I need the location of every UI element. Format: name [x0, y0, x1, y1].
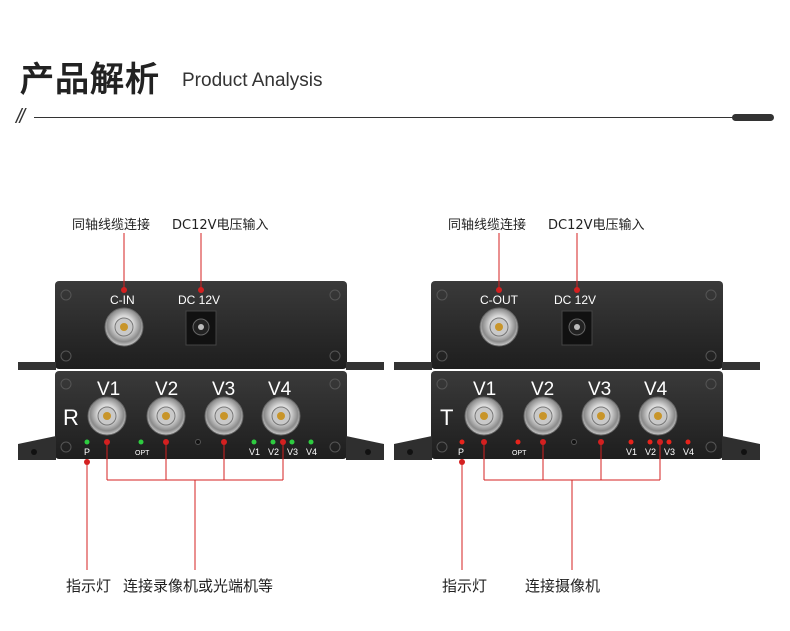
receiver-bottom-panel: [55, 371, 347, 459]
transmitter-bnc-v4: [638, 396, 678, 436]
transmitter-bottom-panel: [431, 371, 723, 459]
receiver-port-label-v4: V4: [268, 379, 292, 400]
receiver-led-label-v2: V2: [268, 447, 279, 457]
transmitter-port-label-v3: V3: [588, 379, 611, 400]
transmitter-port-label-v2: V2: [531, 379, 554, 400]
receiver-bnc-v3: [204, 396, 244, 436]
receiver-power-label: DC12V电压输入: [172, 218, 269, 233]
transmitter-led-label-v3: V3: [664, 447, 675, 457]
transmitter-coax-label: 同轴线缆连接: [448, 218, 527, 233]
receiver-callouts: [84, 233, 286, 570]
receiver-led-label-opt: OPT: [135, 450, 150, 457]
divider-slashes: //: [16, 106, 25, 128]
transmitter-device: C-OUT DC 12V T V1 V2 V3 V4 P: [394, 281, 760, 460]
transmitter-leds: [459, 439, 691, 445]
receiver-port-label-v1: V1: [97, 379, 120, 400]
transmitter-dc-jack: [561, 310, 593, 346]
divider-line: [34, 117, 734, 118]
transmitter-bnc-v3: [581, 396, 621, 436]
receiver-device: C-IN DC 12V R V1 V2 V3 V4: [18, 281, 384, 460]
transmitter-bnc-v2: [523, 396, 563, 436]
receiver-leds: [84, 439, 314, 445]
transmitter-led-label-opt: OPT: [512, 450, 527, 457]
transmitter-power-label: DC12V电压输入: [548, 218, 645, 233]
receiver-port-label-v3: V3: [212, 379, 235, 400]
transmitter-cout-label: C-OUT: [480, 293, 519, 307]
transmitter-cout-bnc-connector: [479, 307, 519, 347]
receiver-bnc-v2: [146, 396, 186, 436]
receiver-dc-jack: [185, 310, 217, 346]
divider-end-cap: [732, 114, 774, 121]
receiver-connect-label: 连接录像机或光端机等: [123, 577, 274, 595]
transmitter-port-label-v4: V4: [644, 379, 668, 400]
transmitter-indicator-label: 指示灯: [442, 577, 488, 595]
receiver-bnc-v4: [261, 396, 301, 436]
receiver-indicator-label: 指示灯: [66, 577, 112, 595]
receiver-unit-letter: R: [63, 405, 79, 430]
transmitter-unit-letter: T: [440, 405, 453, 430]
transmitter-callouts: [459, 233, 663, 570]
transmitter-port-label-v1: V1: [473, 379, 496, 400]
receiver-dc-label: DC 12V: [178, 293, 220, 307]
transmitter-led-label-v4: V4: [683, 447, 694, 457]
page-subtitle: Product Analysis: [182, 70, 323, 91]
transmitter-led-label-p: P: [458, 447, 464, 457]
receiver-cin-label: C-IN: [110, 293, 135, 307]
receiver-led-label-v4: V4: [306, 447, 317, 457]
receiver-led-label-v3: V3: [287, 447, 298, 457]
receiver-led-label-v1: V1: [249, 447, 260, 457]
transmitter-bnc-v1: [464, 396, 504, 436]
receiver-coax-label: 同轴线缆连接: [72, 218, 151, 233]
receiver-bnc-v1: [87, 396, 127, 436]
transmitter-connect-label: 连接摄像机: [525, 577, 601, 595]
transmitter-led-label-v2: V2: [645, 447, 656, 457]
transmitter-dc-label: DC 12V: [554, 293, 596, 307]
receiver-led-label-p: P: [84, 447, 90, 457]
page-title: 产品解析: [20, 60, 160, 100]
receiver-cin-bnc-connector: [104, 307, 144, 347]
receiver-port-label-v2: V2: [155, 379, 178, 400]
transmitter-led-label-v1: V1: [626, 447, 637, 457]
